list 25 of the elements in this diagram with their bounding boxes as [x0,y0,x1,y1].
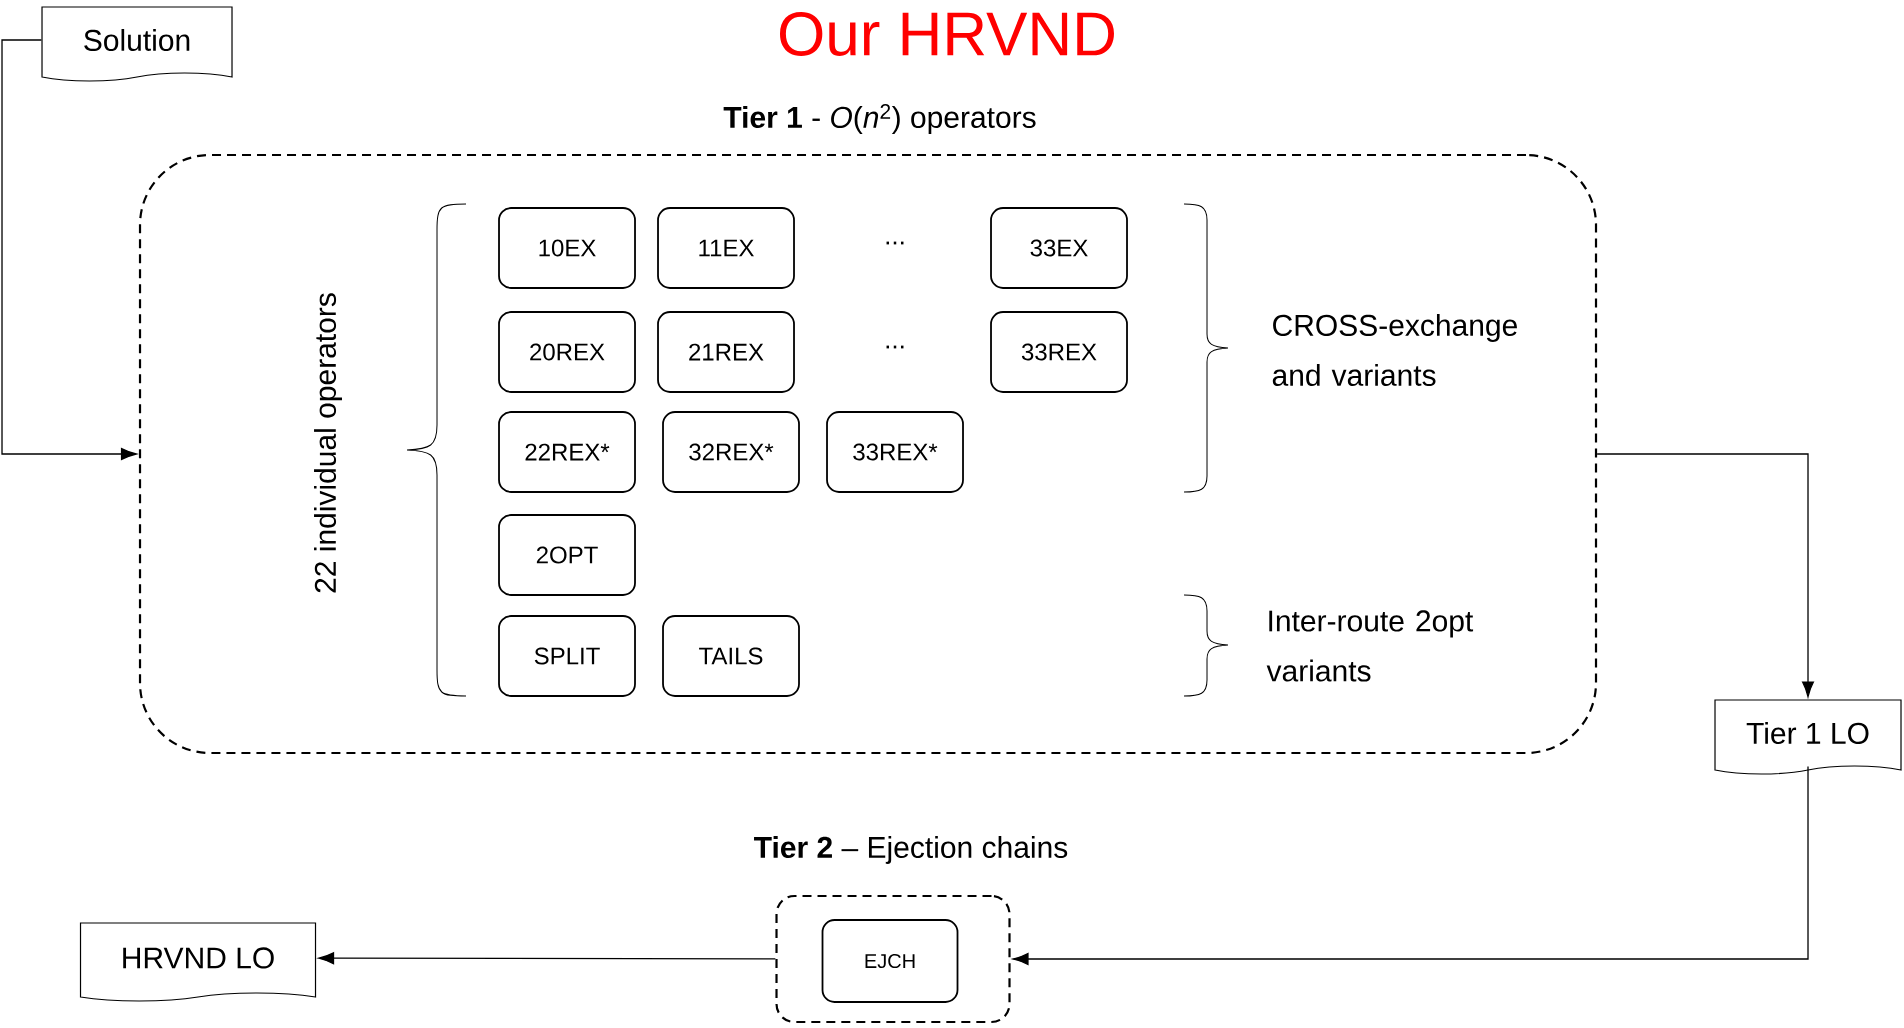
operator-box: 33REX [990,311,1128,393]
arrow [1,39,137,461]
region-heading: Tier 2 – Ejection chains [754,836,1068,864]
title: Our HRVND [780,12,1114,56]
operator-box: SPLIT [498,615,636,697]
operator-box: TAILS [662,615,800,697]
arrow [1596,453,1815,698]
operator-box: EJCH [821,919,959,1003]
group-label: CROSS-exchange and variants [1272,314,1517,386]
operator-box: 10EX [498,207,636,289]
operator-box: 11EX [657,207,795,289]
ellipsis: ... [886,241,904,245]
side-label: 22 individual operators [314,293,342,593]
operator-box: 22REX* [498,411,636,493]
operator-box: 33REX* [826,411,964,493]
operator-box: 2OPT [498,514,636,596]
operator-box: 32REX* [662,411,800,493]
operator-box: 33EX [990,207,1128,289]
arrow [1012,765,1809,966]
operator-box: 20REX [498,311,636,393]
region-heading: Tier 1 - O(n$^{2}$) operators [723,104,1036,134]
operator-box: 21REX [657,311,795,393]
arrow [318,952,777,965]
group-label: Inter-route 2opt variants [1266,610,1474,682]
ellipsis: ... [886,345,904,349]
